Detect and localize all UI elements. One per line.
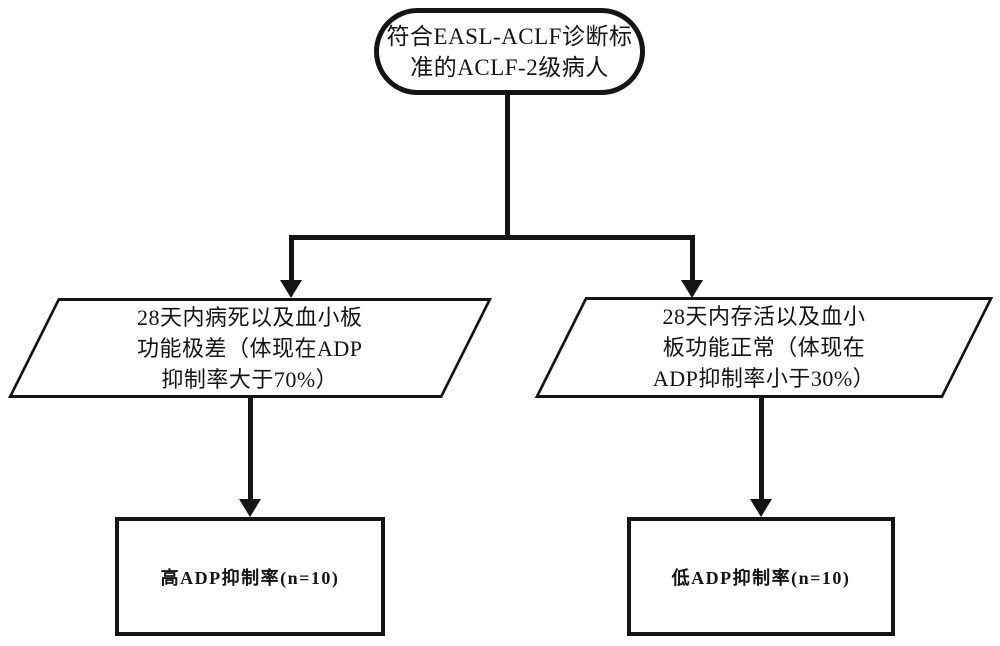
connector-left-to-result [248,396,253,500]
branch-left-text-line: 功能极差（体现在ADP [137,335,363,361]
connector-branch-horizontal [289,235,695,240]
arrow-down-icon [239,499,261,517]
arrow-down-icon [681,280,703,298]
arrow-down-icon [750,499,772,517]
branch-node-left: 28天内病死以及血小板 功能极差（体现在ADP 抑制率大于70%） [7,298,493,398]
branch-right-text-line: ADP抑制率小于30%） [652,366,876,391]
connector-right-to-result [759,396,764,500]
branch-right-text-line: 板功能正常（体现在 [662,335,866,360]
branch-right-text: 28天内存活以及血小 板功能正常（体现在 ADP抑制率小于30%） [563,301,965,394]
connector-start-stem [505,92,510,240]
branch-node-right: 28天内存活以及血小 板功能正常（体现在 ADP抑制率小于30%） [534,297,994,398]
arrow-down-icon [280,280,302,298]
branch-left-text-line: 抑制率大于70%） [161,366,339,392]
start-node: 符合EASL-ACLF诊断标 准的ACLF-2级病人 [374,8,645,95]
start-node-text-line: 准的ACLF-2级病人 [410,54,609,80]
connector-drop-left [289,235,294,281]
result-node-right: 低ADP抑制率(n=10) [627,517,895,636]
branch-right-text-line: 28天内存活以及血小 [662,304,866,329]
branch-left-text: 28天内病死以及血小板 功能极差（体现在ADP 抑制率大于70%） [36,302,464,395]
result-node-left: 高ADP抑制率(n=10) [115,517,385,636]
connector-drop-right [690,235,695,281]
branch-left-text-line: 28天内病死以及血小板 [137,304,363,330]
result-left-label: 高ADP抑制率(n=10) [160,567,340,588]
result-right-label: 低ADP抑制率(n=10) [671,567,851,588]
start-node-text-line: 符合EASL-ACLF诊断标 [386,23,633,49]
